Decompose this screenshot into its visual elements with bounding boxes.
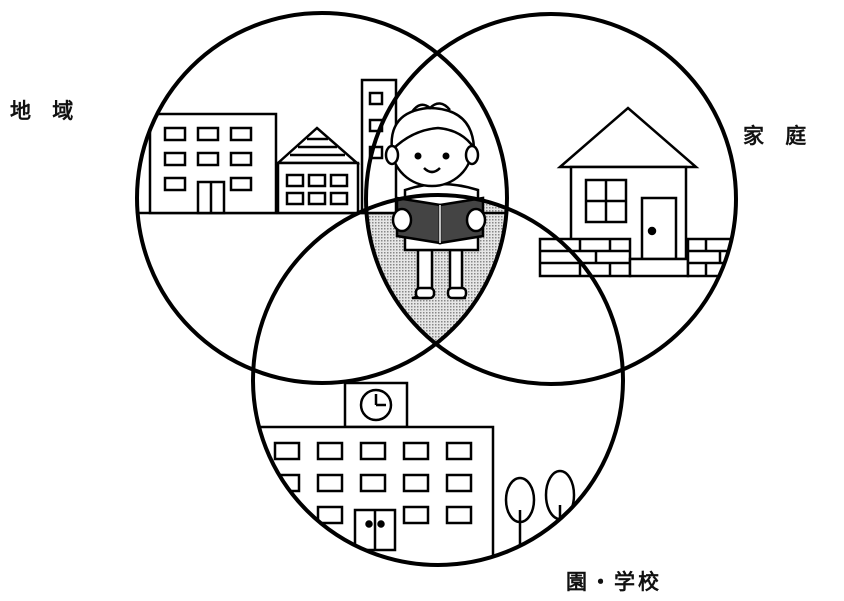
- label-home: 家 庭: [743, 124, 814, 148]
- school-windows: [273, 441, 473, 525]
- small-house: [274, 126, 361, 215]
- circle-school: [251, 193, 625, 567]
- venn-circles: [135, 11, 738, 567]
- apartment-building: [148, 112, 278, 215]
- circle-community: [135, 11, 509, 385]
- child-reading-book: [384, 102, 487, 300]
- label-school: 園・学校: [566, 570, 662, 594]
- label-community: 地 域: [10, 99, 81, 123]
- community-scene: [137, 78, 507, 215]
- circle-home: [364, 12, 738, 386]
